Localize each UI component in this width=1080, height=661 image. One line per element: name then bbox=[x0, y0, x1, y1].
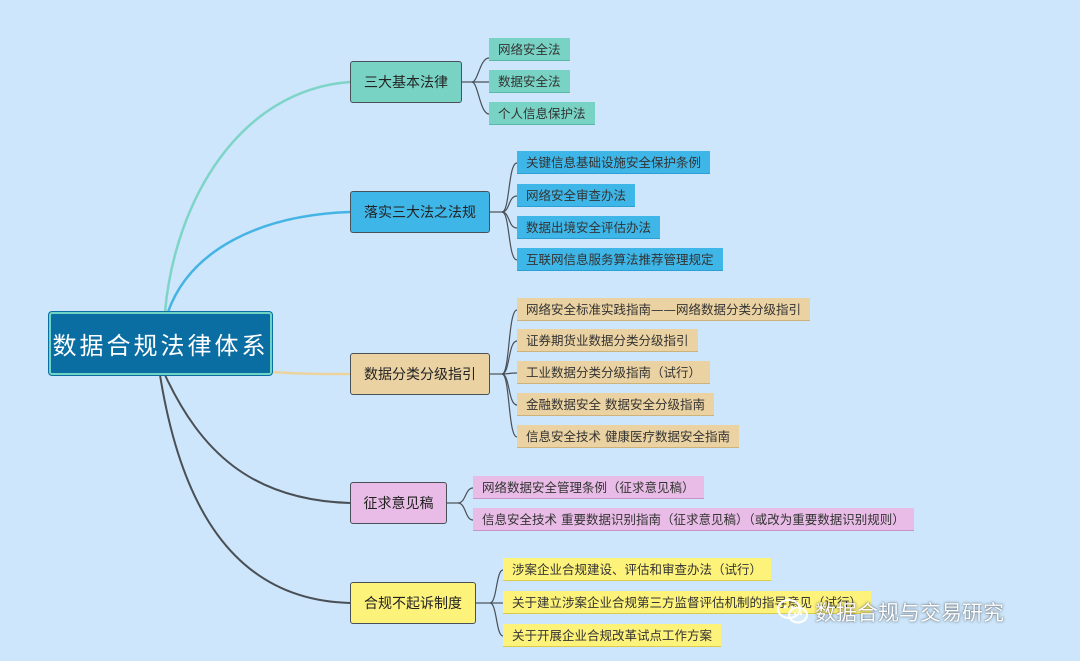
connector-branch-5 bbox=[159, 374, 351, 604]
connector-branch-2 bbox=[166, 210, 351, 313]
leaf-node[interactable]: 关于开展企业合规改革试点工作方案 bbox=[503, 624, 722, 647]
leaf-node[interactable]: 网络数据安全管理条例（征求意见稿） bbox=[473, 476, 704, 499]
leaf-node[interactable]: 信息安全技术 健康医疗数据安全指南 bbox=[517, 425, 739, 448]
leaf-node[interactable]: 数据安全法 bbox=[489, 70, 570, 93]
branch-node-non-prosecution[interactable]: 合规不起诉制度 bbox=[350, 582, 476, 624]
watermark: 数据合规与交易研究 bbox=[777, 595, 1004, 629]
wechat-icon bbox=[777, 599, 808, 624]
leaf-node[interactable]: 证券期货业数据分类分级指引 bbox=[517, 329, 698, 352]
branch-node-drafts[interactable]: 征求意见稿 bbox=[350, 482, 447, 524]
branch-node-classification-guides[interactable]: 数据分类分级指引 bbox=[350, 353, 490, 395]
watermark-text: 数据合规与交易研究 bbox=[815, 601, 1004, 625]
leaf-node[interactable]: 网络安全法 bbox=[489, 38, 570, 61]
leaf-node[interactable]: 网络安全审查办法 bbox=[517, 184, 636, 207]
leaf-node[interactable]: 金融数据安全 数据安全分级指南 bbox=[517, 393, 714, 416]
root-node[interactable]: 数据合规法律体系 bbox=[49, 312, 272, 375]
leaf-node[interactable]: 数据出境安全评估办法 bbox=[517, 216, 661, 239]
connector-branch-3 bbox=[271, 370, 351, 376]
leaf-node[interactable]: 工业数据分类分级指南（试行） bbox=[517, 361, 711, 384]
branch-node-implementing-regulations[interactable]: 落实三大法之法规 bbox=[350, 191, 490, 233]
leaf-node[interactable]: 信息安全技术 重要数据识别指南（征求意见稿）（或改为重要数据识别规则） bbox=[473, 508, 914, 531]
branch-node-basic-laws[interactable]: 三大基本法律 bbox=[350, 61, 462, 103]
connector-branch-4 bbox=[164, 374, 351, 504]
leaf-node[interactable]: 网络安全标准实践指南——网络数据分类分级指引 bbox=[517, 298, 811, 321]
leaf-node[interactable]: 关键信息基础设施安全保护条例 bbox=[517, 151, 711, 174]
leaf-node[interactable]: 个人信息保护法 bbox=[489, 102, 595, 125]
connector-branch-1 bbox=[163, 80, 351, 313]
leaf-node[interactable]: 互联网信息服务算法推荐管理规定 bbox=[517, 248, 723, 271]
leaf-node[interactable]: 涉案企业合规建设、评估和审查办法（试行） bbox=[503, 558, 772, 581]
